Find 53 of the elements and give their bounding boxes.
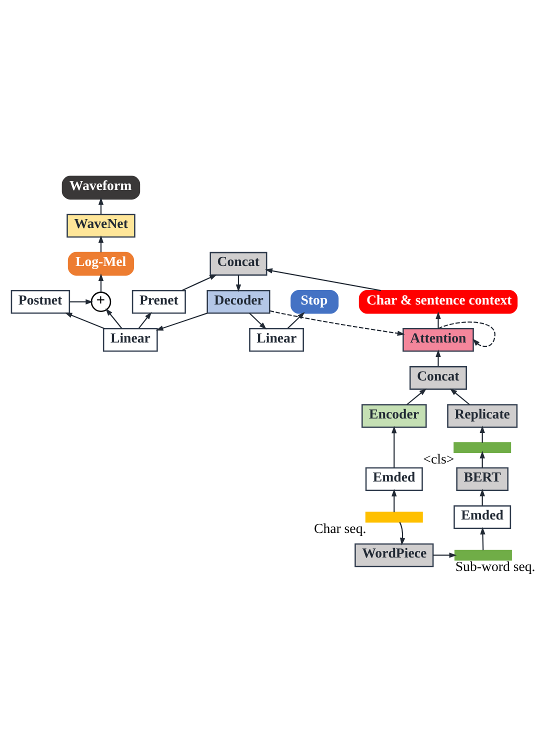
node-bar (365, 512, 423, 523)
node-box: Char & sentence context (358, 290, 518, 314)
arrow (70, 299, 94, 304)
node-label: Sub-word seq. (455, 559, 536, 574)
node-label: <cls> (423, 451, 454, 466)
node-box: Linear (102, 328, 158, 352)
node-box: Emded (454, 505, 512, 530)
arrow (138, 312, 152, 329)
arrow (480, 450, 485, 468)
node-box: BERT (456, 467, 508, 492)
arrow (450, 388, 470, 406)
arrow (399, 522, 406, 546)
arrow (433, 552, 457, 558)
node-box: Encoder (361, 404, 427, 428)
arrow (436, 350, 441, 366)
node-box: Emded (365, 467, 423, 492)
node-box: Postnet (10, 290, 70, 314)
arrow (438, 322, 496, 347)
node-box: Waveform (62, 176, 140, 200)
node-box: Concat (210, 252, 268, 276)
arrow (98, 235, 104, 252)
arrow (392, 488, 397, 512)
arrow (98, 273, 104, 292)
node-box: WaveNet (66, 214, 136, 238)
node-box: Stop (290, 290, 339, 314)
arrow (236, 275, 242, 292)
node-box: Linear (249, 328, 304, 352)
arrow (270, 310, 405, 336)
arrow (480, 426, 485, 443)
node-box: Decoder (206, 290, 270, 314)
node-box: Concat (409, 366, 467, 390)
arrow (480, 526, 486, 550)
arrow (480, 488, 485, 506)
node-bar (454, 442, 512, 453)
arrow (106, 308, 122, 329)
arrow (436, 312, 441, 328)
node-bar (454, 550, 512, 561)
node-box: Prenet (132, 290, 186, 314)
node-box: Log-Mel (68, 252, 134, 276)
node-box: Attention (402, 328, 474, 352)
arrow (182, 274, 218, 291)
node-box: WordPiece (354, 543, 434, 568)
arrow (264, 268, 382, 292)
arrow (287, 312, 305, 329)
arrow (156, 312, 208, 331)
node-box: Replicate (447, 404, 518, 428)
arrow (392, 426, 397, 468)
arrow (406, 388, 427, 406)
node-label: Char seq. (314, 520, 366, 536)
arrow (64, 312, 105, 330)
arrow (249, 312, 267, 330)
arrow (98, 197, 104, 214)
node-circle: + (90, 292, 112, 312)
